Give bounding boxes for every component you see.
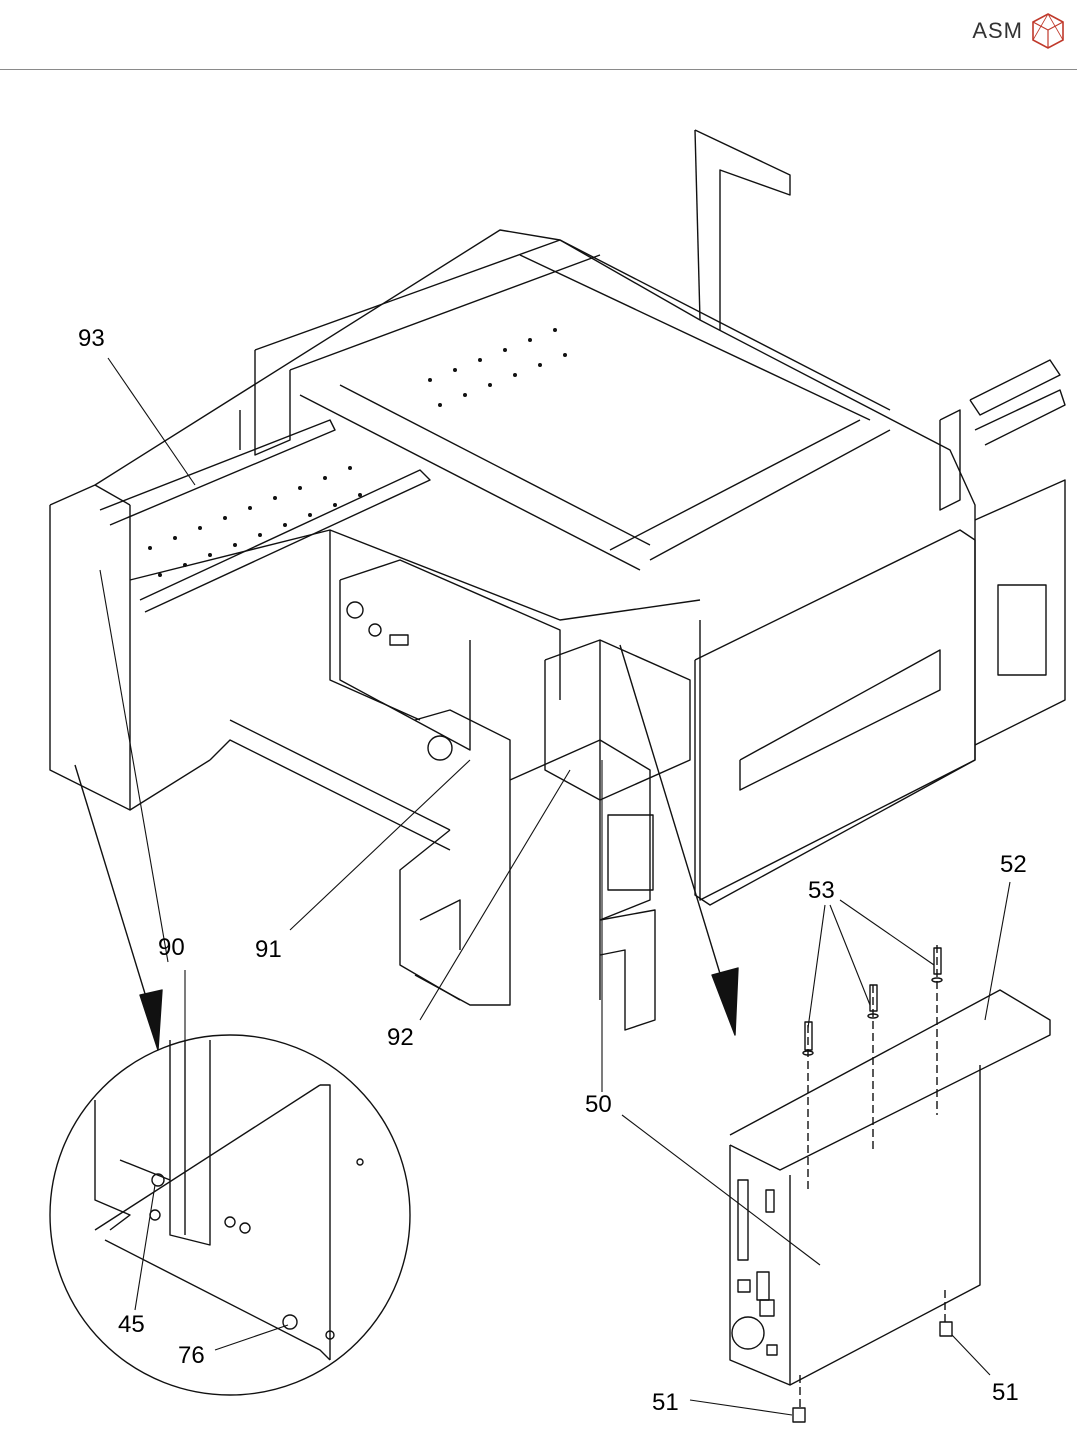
callout-92: 92 bbox=[387, 1024, 414, 1051]
callout-91: 91 bbox=[255, 936, 282, 963]
callouts: 93 90 91 92 50 53 52 45 76 51 51 bbox=[78, 325, 1027, 1416]
computer-unit-exploded bbox=[730, 945, 1050, 1422]
arrow-to-detail bbox=[75, 765, 162, 1050]
callout-76: 76 bbox=[178, 1342, 205, 1369]
callout-51-right: 51 bbox=[992, 1379, 1019, 1406]
leader-lines bbox=[100, 358, 1010, 1415]
arrow-to-computer-unit bbox=[620, 645, 738, 1035]
callout-52: 52 bbox=[1000, 851, 1027, 878]
callout-90: 90 bbox=[158, 934, 185, 961]
callout-50: 50 bbox=[585, 1091, 612, 1118]
detail-circle bbox=[50, 1035, 410, 1395]
callout-51-left: 51 bbox=[652, 1389, 679, 1416]
callout-93: 93 bbox=[78, 325, 105, 352]
machine-frame bbox=[50, 130, 1065, 1030]
callout-45: 45 bbox=[118, 1311, 145, 1338]
callout-53: 53 bbox=[808, 877, 835, 904]
